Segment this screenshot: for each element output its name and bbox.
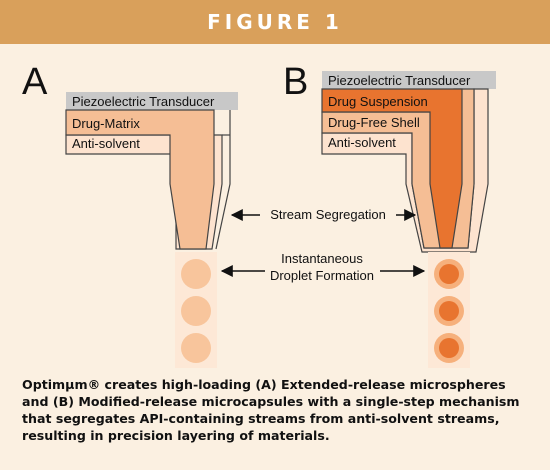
panel-b-transducer-bar — [322, 71, 496, 89]
panel-a-transducer-label: Piezoelectric Transducer — [72, 94, 215, 109]
panel-b-transducer-label: Piezoelectric Transducer — [328, 73, 471, 88]
droplet-formation-label-line1: Instantaneous — [281, 251, 363, 266]
panel-b-drug-free-shell-label: Drug-Free Shell — [328, 115, 420, 130]
panel-b-drug-suspension-label: Drug Suspension — [328, 94, 428, 109]
panel-b-letter: B — [283, 61, 308, 103]
panel-b-droplet-core — [439, 301, 459, 321]
panel-b-drug-suspension-layer — [321, 88, 463, 249]
panel-a-anti-solvent-label: Anti-solvent — [72, 136, 140, 151]
panel-a-letter: A — [22, 61, 48, 103]
panel-a-drug-matrix-label: Drug-Matrix — [72, 116, 140, 131]
droplet-formation-label-line2: Droplet Formation — [270, 268, 374, 283]
panel-a-droplet — [181, 333, 211, 363]
panel-a-transducer-bar — [66, 92, 238, 110]
figure-caption: Optimμm® creates high-loading (A) Extend… — [22, 377, 520, 443]
panel-b-droplet-core — [439, 264, 459, 284]
stream-segregation-label: Stream Segregation — [270, 207, 386, 222]
nozzle-diagram: A Piezoelectric Transducer Anti-solvent … — [22, 61, 496, 368]
panel-a-drug-matrix-layer — [65, 109, 215, 250]
panel-a-droplet — [181, 259, 211, 289]
panel-b-anti-solvent-label: Anti-solvent — [328, 135, 396, 150]
panel-a-droplet — [181, 296, 211, 326]
panel-b-droplet-core — [439, 338, 459, 358]
figure-title: FIGURE 1 — [0, 0, 550, 44]
